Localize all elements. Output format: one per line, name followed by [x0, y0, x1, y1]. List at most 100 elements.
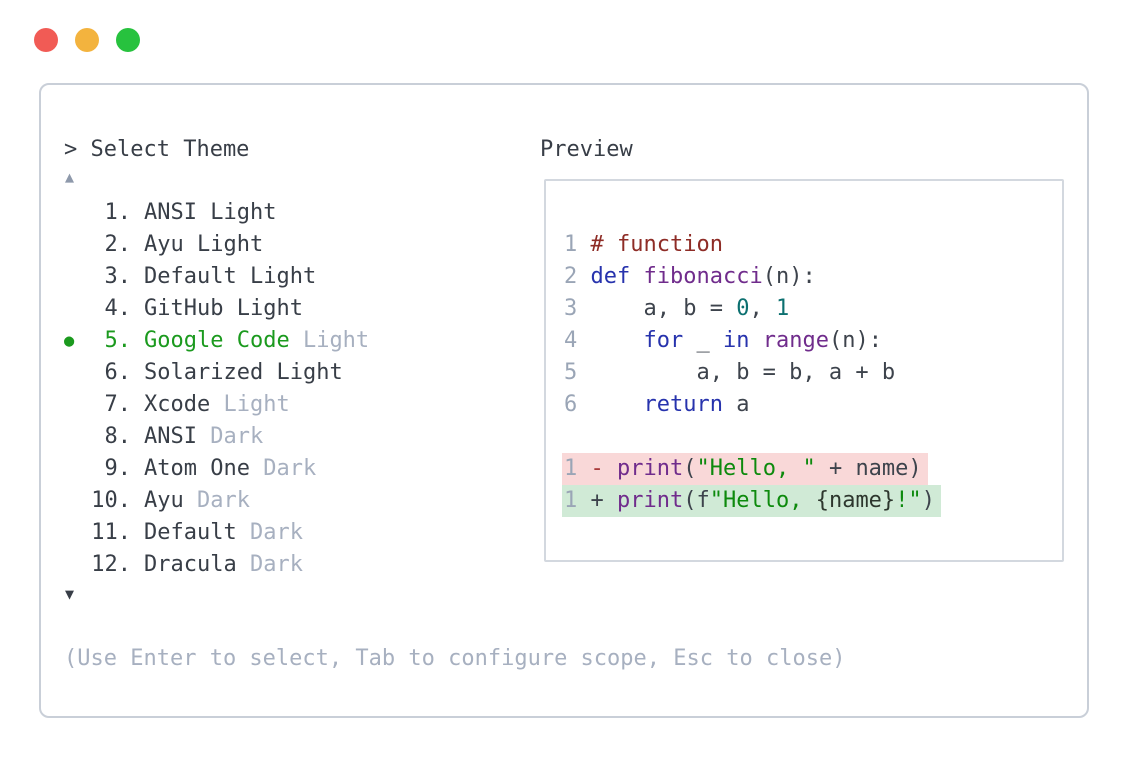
code-token: # function	[590, 232, 723, 257]
code-token: + name)	[815, 456, 922, 481]
item-number: 1.	[104, 200, 132, 225]
item-label: Ayu Light	[144, 229, 263, 261]
item-label: Google Code Light	[144, 325, 369, 357]
code-token: (n):	[828, 328, 882, 353]
window-controls	[34, 28, 140, 52]
code-token	[604, 488, 617, 513]
traffic-light-zoom-button[interactable]	[116, 28, 140, 52]
theme-variant: Dark	[249, 456, 317, 481]
code-token: for	[643, 328, 684, 353]
item-label: ANSI Dark	[144, 421, 263, 453]
preview-title: Preview	[540, 137, 633, 162]
theme-list-item[interactable]: 11.Default Dark	[64, 517, 369, 549]
item-number: 2.	[104, 232, 132, 257]
code-line: 4 for _ in range(n):	[564, 325, 1062, 357]
item-number: 10.	[91, 488, 131, 513]
code-token: 0	[736, 296, 750, 321]
theme-name: Atom One	[144, 456, 250, 481]
item-number: 9.	[104, 456, 132, 481]
line-number: 1	[564, 232, 591, 257]
code-token: ,	[749, 296, 776, 321]
theme-list-item[interactable]: ●5.Google Code Light	[64, 325, 369, 357]
diff-highlight: 1 - print("Hello, " + name)	[562, 453, 928, 485]
code-token: -	[590, 456, 604, 481]
theme-name: Xcode	[144, 392, 211, 417]
theme-variant: Dark	[183, 488, 250, 513]
theme-variant: Dark	[236, 520, 303, 545]
theme-list-item[interactable]: 4.GitHub Light	[64, 293, 369, 325]
code-token: "Hello,	[709, 488, 816, 513]
scroll-up-icon[interactable]: ▲	[65, 168, 75, 186]
theme-variant: Light	[236, 264, 317, 289]
item-label: Ayu Dark	[144, 485, 250, 517]
theme-list-item[interactable]: 7. Xcode Light	[64, 389, 369, 421]
theme-list-item[interactable]: 10. Ayu Dark	[64, 485, 369, 517]
traffic-light-close-button[interactable]	[34, 28, 58, 52]
item-label: Solarized Light	[144, 357, 343, 389]
theme-name: Default	[144, 520, 237, 545]
code-token: +	[590, 488, 604, 513]
theme-variant: Light	[289, 328, 370, 353]
code-line: 1 # function	[564, 229, 1062, 261]
item-label: Default Light	[144, 261, 316, 293]
item-label: GitHub Light	[144, 293, 303, 325]
theme-name: GitHub	[144, 296, 224, 321]
select-theme-prompt: > Select Theme	[64, 137, 250, 162]
item-label: Xcode Light	[144, 389, 290, 421]
theme-variant: Light	[263, 360, 343, 385]
theme-variant: Light	[196, 200, 277, 225]
code-token: "Hello, "	[696, 456, 816, 481]
theme-list-item[interactable]: 12.Dracula Dark	[64, 549, 369, 581]
theme-list-item[interactable]: 9. Atom One Dark	[64, 453, 369, 485]
code-token: a	[722, 392, 750, 417]
theme-list-item[interactable]: 3.Default Light	[64, 261, 369, 293]
item-number: 7.	[104, 392, 132, 417]
line-number: 3	[564, 296, 591, 321]
help-text: (Use Enter to select, Tab to configure s…	[64, 646, 846, 671]
theme-name: Dracula	[144, 552, 237, 577]
code-token	[591, 328, 644, 353]
code-token	[749, 328, 762, 353]
item-number: 5.	[104, 328, 132, 353]
code-token: 1	[775, 296, 790, 321]
theme-list-item[interactable]: 1. ANSI Light	[64, 197, 369, 229]
line-number: 4	[564, 328, 591, 353]
code-token: _	[683, 328, 723, 353]
code-token: print	[617, 456, 684, 481]
theme-variant: Light	[210, 392, 290, 417]
code-token	[604, 456, 617, 481]
code-token: (f	[683, 488, 710, 513]
code-line: 6 return a	[564, 389, 1062, 421]
theme-name: Ayu	[144, 488, 184, 513]
code-token: def	[590, 264, 631, 289]
theme-list-item[interactable]: 6. Solarized Light	[64, 357, 369, 389]
theme-name: Default	[144, 264, 237, 289]
scroll-down-icon[interactable]: ▼	[65, 585, 75, 603]
code-token: !"	[895, 488, 922, 513]
code-token: in	[722, 328, 750, 353]
theme-name: Google Code	[144, 328, 290, 353]
code-token: {name}	[815, 488, 896, 513]
code-token: a, b = b, a + b	[590, 360, 896, 385]
theme-list-item[interactable]: 8.ANSI Dark	[64, 421, 369, 453]
code-token	[630, 264, 643, 289]
item-label: Atom One Dark	[144, 453, 316, 485]
theme-variant: Dark	[196, 424, 264, 449]
theme-name: ANSI	[144, 200, 197, 225]
code-token: print	[617, 488, 684, 513]
code-line: 5 a, b = b, a + b	[564, 357, 1062, 389]
item-label: Dracula Dark	[144, 549, 303, 581]
theme-list-item[interactable]: 2. Ayu Light	[64, 229, 369, 261]
theme-name: Solarized	[144, 360, 264, 385]
item-label: Default Dark	[144, 517, 303, 549]
diff-highlight: 1 + print(f"Hello, {name}!")	[562, 485, 941, 517]
line-number: 5	[564, 360, 591, 385]
traffic-light-minimize-button[interactable]	[75, 28, 99, 52]
item-number: 6.	[104, 360, 132, 385]
code-token: )	[921, 488, 935, 513]
code-line: 3 a, b = 0, 1	[564, 293, 1062, 325]
theme-variant: Light	[183, 232, 264, 257]
